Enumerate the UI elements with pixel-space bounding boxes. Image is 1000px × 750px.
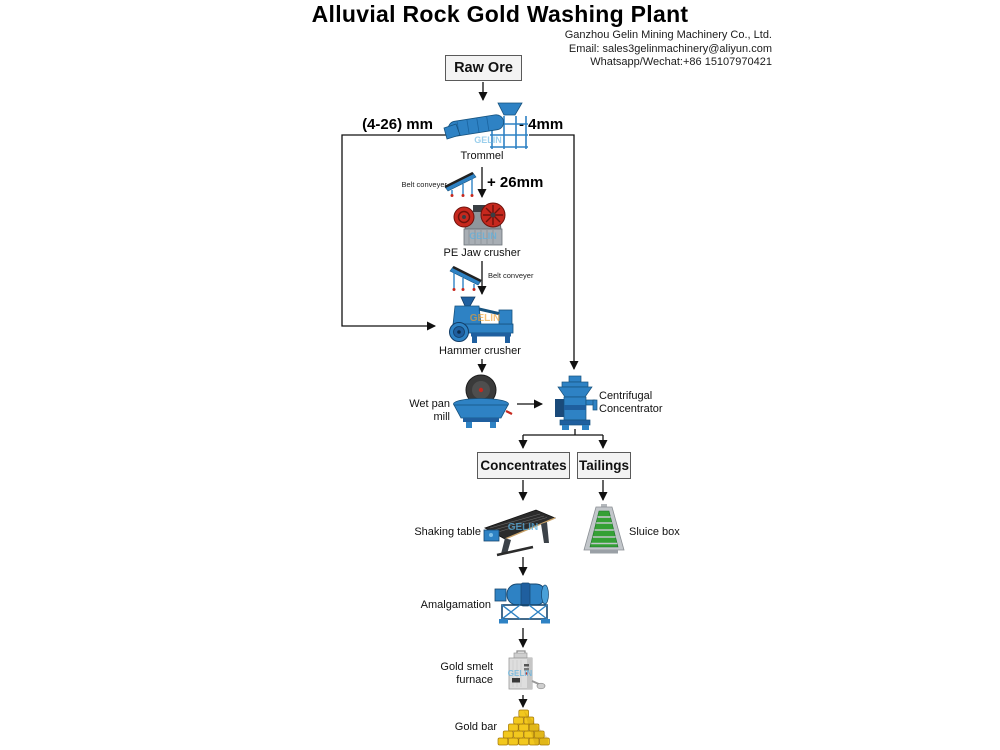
- amalgamation-label: Amalgamation: [420, 599, 491, 611]
- belt-conveyer-2-label: Belt conveyer: [488, 271, 534, 280]
- centrifugal-label-line1: Centrifugal: [599, 390, 653, 402]
- gold-smelt-label-line1: Gold smelt: [440, 661, 493, 673]
- raw-ore-label: Raw Ore: [454, 60, 513, 76]
- page-title: Alluvial Rock Gold Washing Plant: [311, 1, 689, 27]
- concentrates-box: Concentrates: [477, 452, 570, 479]
- jaw-crusher-label: PE Jaw crusher: [443, 247, 521, 259]
- sluice-box-image: [583, 504, 625, 554]
- gelin-watermark: GELIN: [508, 669, 533, 678]
- concentrates-label: Concentrates: [480, 458, 567, 473]
- gold-smelt-label-line2: furnace: [456, 673, 493, 686]
- gelin-watermark: GELIN: [469, 231, 497, 241]
- hammer-crusher-label: Hammer crusher: [439, 345, 521, 357]
- jaw-crusher-image: GELIN: [453, 202, 506, 246]
- gold-bar-label: Gold bar: [454, 721, 497, 733]
- belt-conveyer-2-image: [449, 265, 482, 291]
- company-name: Ganzhou Gelin Mining Machinery Co., Ltd.: [564, 29, 772, 41]
- centrifugal-label-line2: Concentrator: [599, 402, 663, 415]
- hammer-crusher-image: GELIN: [449, 296, 514, 343]
- sluice-box-label: Sluice box: [629, 526, 680, 538]
- amalgamation-image: [494, 582, 550, 624]
- tailings-label: Tailings: [578, 458, 629, 473]
- centrifugal-concentrator-label: Centrifugal Concentrator: [599, 390, 669, 415]
- shaking-table-label: Shaking table: [414, 526, 481, 538]
- gelin-watermark: GELIN: [474, 135, 502, 145]
- trommel-image: GELIN: [443, 102, 528, 149]
- gold-smelt-furnace-image: GELIN: [508, 650, 546, 690]
- company-contact-block: Ganzhou Gelin Mining Machinery Co., Ltd.…: [565, 29, 772, 70]
- belt-conveyer-1-label: Belt conveyer: [401, 180, 447, 189]
- gold-smelt-furnace-label: Gold smelt furnace: [428, 661, 493, 686]
- gelin-watermark: GELIN: [508, 522, 539, 533]
- company-whatsapp: Whatsapp/Wechat:+86 15107970421: [590, 56, 772, 68]
- trommel-label: Trommel: [460, 150, 504, 162]
- raw-ore-box: Raw Ore: [445, 55, 522, 81]
- shaking-table-image: GELIN: [483, 509, 557, 557]
- size-label-4-26mm: (4-26) mm: [362, 116, 433, 133]
- belt-conveyer-1-image: [444, 171, 477, 197]
- company-email: Email: sales3gelinmachinery@aliyun.com: [568, 42, 772, 55]
- size-label-minus-4mm: - 4mm: [519, 116, 564, 133]
- wet-pan-mill-label: Wet pan mill: [409, 398, 450, 423]
- centrifugal-concentrator-image: [555, 375, 598, 430]
- wet-pan-mill-image: [453, 374, 513, 428]
- gold-bar-image: [497, 709, 550, 746]
- tailings-box: Tailings: [577, 452, 631, 479]
- gelin-watermark: GELIN: [470, 313, 501, 324]
- size-label-plus-26mm: + 26mm: [487, 174, 544, 191]
